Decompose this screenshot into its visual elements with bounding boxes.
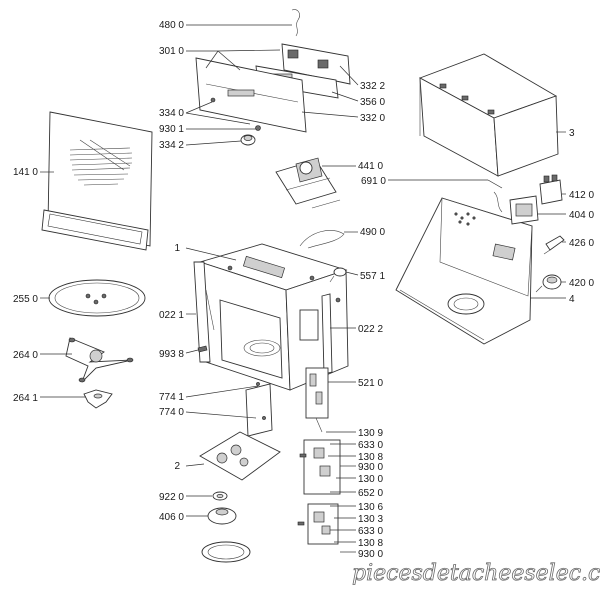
- switch-bracket-lower: [307, 503, 339, 545]
- label-4040: 404 0: [569, 210, 594, 221]
- label-1308-a: 130 8: [358, 452, 383, 463]
- label-2640: 264 0: [13, 350, 38, 361]
- hv-capacitor: [539, 179, 563, 205]
- base-fan-hole: [447, 293, 485, 315]
- left-mount-bracket: [193, 261, 211, 363]
- label-4200: 420 0: [569, 278, 594, 289]
- outer-case: [418, 53, 559, 177]
- label-5571: 557 1: [360, 271, 385, 282]
- case-side-right: [493, 95, 559, 177]
- leader-lines-right: [388, 179, 566, 283]
- base-plate: [395, 197, 533, 345]
- label-3340: 334 0: [159, 108, 184, 119]
- door-panel: [47, 111, 153, 247]
- label-6520: 652 0: [358, 488, 383, 499]
- thermal-sensor: [329, 267, 347, 283]
- label-6330-b: 633 0: [358, 526, 383, 537]
- control-panel-group: [195, 9, 351, 146]
- label-3: 3: [569, 128, 575, 139]
- wiring-harness-490: [299, 230, 345, 249]
- lower-parts: [199, 382, 281, 563]
- label-1306: 130 6: [358, 502, 383, 513]
- board-chip-a: [287, 49, 299, 59]
- wire-691: [493, 191, 503, 213]
- wire-480: [291, 9, 300, 37]
- label-3320: 332 0: [360, 113, 385, 124]
- label-2550: 255 0: [13, 294, 38, 305]
- door-group: [41, 111, 153, 251]
- label-2641: 264 1: [13, 393, 38, 404]
- leader-lines-lower: [185, 385, 259, 517]
- board-chip-b: [317, 59, 329, 69]
- knob-spring: [255, 125, 261, 131]
- label-9300-b: 930 0: [358, 549, 383, 560]
- label-9938: 993 8: [159, 349, 184, 360]
- screw-993: [197, 345, 208, 353]
- label-9220: 922 0: [159, 492, 184, 503]
- side-box: [299, 309, 319, 341]
- hv-diode: [545, 235, 565, 251]
- turntable-group: [48, 279, 146, 409]
- leader-lines-left: [40, 297, 86, 398]
- electrical-parts: [493, 174, 565, 293]
- bottom-plate: [199, 431, 281, 481]
- label-9301: 930 1: [159, 124, 184, 135]
- panel-screw: [210, 97, 216, 103]
- glass-turntable: [48, 279, 146, 317]
- label-6330-a: 633 0: [358, 440, 383, 451]
- door-vent-lines: [69, 139, 133, 186]
- turntable-coupler: [83, 389, 113, 409]
- label-1303: 130 3: [358, 514, 383, 525]
- label-4900: 490 0: [360, 227, 385, 238]
- leader-lines-top: [185, 24, 359, 146]
- knob-top: [243, 135, 253, 141]
- label-4800: 480 0: [159, 20, 184, 31]
- label-1308-b: 130 8: [358, 538, 383, 549]
- part-labels: 480 0 301 0 332 2 356 0 332 0 334 0 930 …: [13, 20, 594, 560]
- label-0222: 022 2: [358, 324, 383, 335]
- label-4260: 426 0: [569, 238, 594, 249]
- label-1309: 130 9: [358, 428, 383, 439]
- label-6910: 691 0: [361, 176, 386, 187]
- label-4120: 412 0: [569, 190, 594, 201]
- label-9300-a: 930 0: [358, 462, 383, 473]
- label-4410: 441 0: [358, 161, 383, 172]
- control-board: [281, 43, 351, 85]
- label-4: 4: [569, 294, 575, 305]
- oven-cavity: [193, 243, 349, 391]
- label-0221: 022 1: [159, 310, 184, 321]
- label-7740: 774 0: [159, 407, 184, 418]
- leader-lines-switches: [326, 381, 356, 553]
- label-4060: 406 0: [159, 512, 184, 523]
- panel-slot: [227, 89, 255, 97]
- label-5210: 521 0: [358, 378, 383, 389]
- label-2: 2: [174, 461, 180, 472]
- interlock-assembly: [297, 367, 341, 545]
- right-mount-bracket: [321, 293, 333, 375]
- cavity-opening: [219, 299, 283, 379]
- label-1410: 141 0: [13, 167, 38, 178]
- label-7741: 774 1: [159, 392, 184, 403]
- label-1300: 130 0: [358, 474, 383, 485]
- magnetron-bracket: [275, 157, 337, 205]
- label-1: 1: [174, 243, 180, 254]
- label-3010: 301 0: [159, 46, 184, 57]
- label-3322: 332 2: [360, 81, 385, 92]
- label-3342: 334 2: [159, 140, 184, 151]
- cover-774: [245, 383, 273, 437]
- label-3560: 356 0: [360, 97, 385, 108]
- watermark-text: piecesdetacheeselec.com: [352, 561, 600, 586]
